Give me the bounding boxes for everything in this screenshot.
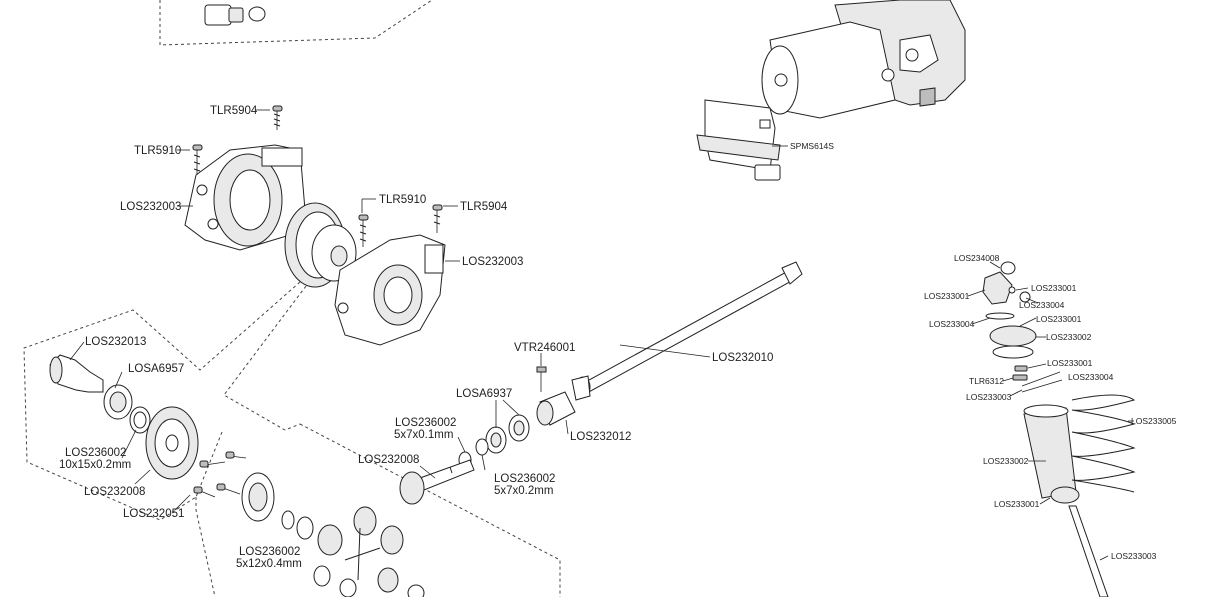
label-tlr5904-a: TLR5904: [210, 105, 258, 117]
label-los233001-a: LOS233001: [1031, 283, 1077, 293]
label-losa6937: LOSA6937: [456, 388, 512, 400]
label-los232008-a: LOS232008: [84, 486, 145, 498]
screw-tlr5910-a: [192, 144, 203, 175]
coupler-los232012: [536, 375, 591, 426]
label-los233001-b: LOS233001: [924, 291, 970, 301]
set-screw-vtr246001: [536, 366, 547, 392]
screw-tlr5904-a: [272, 105, 283, 130]
label-los233005: LOS233005: [1131, 416, 1177, 426]
label-los233002-b: LOS233002: [983, 456, 1029, 466]
label-los232051: LOS232051: [123, 508, 184, 520]
label-tlr5904-b: TLR5904: [460, 201, 508, 213]
label-losa6957: LOSA6957: [128, 363, 184, 375]
screws-los232051: [193, 451, 247, 498]
label-los236002-a-size: 10x15x0.2mm: [59, 459, 131, 471]
label-los232003-b: LOS232003: [462, 256, 523, 268]
leader-lines-upper: [177, 109, 788, 262]
bearing-losa6957: [103, 384, 133, 420]
diff-internals: [281, 506, 425, 597]
top-left-callout: [159, 0, 433, 46]
label-spms614s: SPMS614S: [790, 141, 834, 151]
shock-absorber: [982, 261, 1136, 597]
part-labels: TLR5904 TLR5910 LOS232003 TLR5910 TLR590…: [59, 105, 1177, 570]
label-los233001-e: LOS233001: [994, 499, 1040, 509]
label-los233002-a: LOS233002: [1046, 332, 1092, 342]
label-los233003-b: LOS233003: [1111, 551, 1157, 561]
label-los233004-a: LOS233004: [1019, 300, 1065, 310]
screw-tlr5910-b: [358, 214, 369, 247]
servo: [696, 99, 781, 181]
bevel-gear-los232008-a: [145, 406, 199, 480]
label-los233001-d: LOS233001: [1047, 358, 1093, 368]
leader-lines-center: [419, 344, 711, 479]
leader-lines-right: [967, 261, 1134, 561]
pinion-los232008-b: [399, 459, 475, 505]
label-los232012: LOS232012: [570, 431, 631, 443]
label-los236002-c-size: 5x7x0.1mm: [394, 429, 453, 441]
label-tlr6312: TLR6312: [969, 376, 1004, 386]
label-los236002-d-size: 5x7x0.2mm: [494, 485, 553, 497]
label-los233004-c: LOS233004: [1068, 372, 1114, 382]
shim-los236002-a: [129, 406, 151, 434]
gearbox-housing-right: [334, 234, 446, 346]
label-los233004-b: LOS233004: [929, 319, 975, 329]
label-los233003-a: LOS233003: [966, 392, 1012, 402]
label-los232013: LOS232013: [85, 336, 146, 348]
leader-lines-left: [69, 341, 191, 511]
motor-assembly: [761, 0, 966, 119]
label-los236002-c: LOS236002: [395, 417, 456, 429]
outdrive-los232013: [49, 354, 104, 393]
diff-case-cover: [241, 472, 275, 522]
driveshaft-los232010: [575, 261, 803, 398]
label-los234008: LOS234008: [954, 253, 1000, 263]
label-los236002-d: LOS236002: [494, 473, 555, 485]
label-los232003-a: LOS232003: [120, 201, 181, 213]
label-los233001-c: LOS233001: [1036, 314, 1082, 324]
label-los236002-b-size: 5x12x0.4mm: [236, 558, 302, 570]
bearings-losa6937: [485, 414, 530, 454]
label-los232008-b: LOS232008: [358, 454, 419, 466]
label-tlr5910-a: TLR5910: [134, 145, 181, 157]
diff-detail-callout: [23, 281, 561, 597]
label-los236002-a: LOS236002: [65, 447, 126, 459]
differential-assembly: [284, 202, 357, 288]
label-los236002-b: LOS236002: [239, 546, 300, 558]
label-los232010: LOS232010: [712, 352, 773, 364]
label-tlr5910-b: TLR5910: [379, 194, 426, 206]
screw-tlr5904-b: [432, 204, 443, 233]
label-vtr246001: VTR246001: [514, 342, 575, 354]
